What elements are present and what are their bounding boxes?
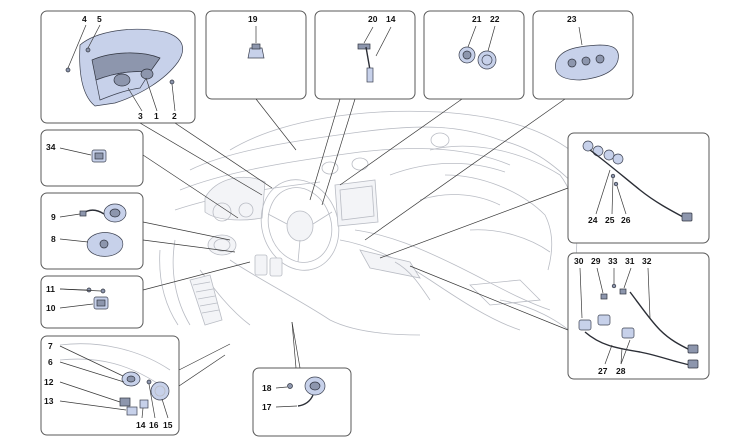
callout-29: 29 [591, 256, 601, 266]
callout-26: 26 [621, 215, 631, 225]
callout-2: 2 [172, 111, 177, 121]
car-interior-drawing [159, 110, 591, 341]
callout-box-9-8: 9 8 [40, 192, 144, 270]
callout-13: 13 [44, 396, 54, 406]
callout-22: 22 [490, 14, 500, 24]
callout-box-19: 19 [205, 10, 307, 100]
callout-1: 1 [154, 111, 159, 121]
callout-17: 17 [262, 402, 272, 412]
callout-19: 19 [248, 14, 258, 24]
callout-box-door-switches: 7 6 12 13 14 16 15 [40, 335, 180, 436]
callout-4: 4 [82, 14, 87, 24]
callout-16: 16 [149, 420, 159, 430]
callout-15: 15 [163, 420, 173, 430]
callout-20: 20 [368, 14, 378, 24]
callout-24: 24 [588, 215, 598, 225]
callout-box-21-22: 21 22 [423, 10, 525, 100]
callout-10: 10 [46, 303, 56, 313]
callout-14-lower: 14 [136, 420, 146, 430]
callout-box-27-to-33: 30 29 33 31 32 27 28 [567, 252, 710, 380]
callout-8: 8 [51, 234, 56, 244]
callout-12: 12 [44, 377, 54, 387]
callout-23: 23 [567, 14, 577, 24]
callout-28: 28 [616, 366, 626, 376]
callout-box-23: 23 [532, 10, 634, 100]
callout-6: 6 [48, 357, 53, 367]
callout-box-20-14: 20 14 [314, 10, 416, 100]
callout-14-upper: 14 [386, 14, 396, 24]
callout-box-18-17: 18 17 [252, 367, 352, 437]
callout-box-cluster-hood: 4 5 3 1 2 [40, 10, 196, 124]
callout-18: 18 [262, 383, 272, 393]
callout-box-34: 34 [40, 129, 144, 187]
callout-box-24-25-26: 24 25 26 [567, 132, 710, 244]
callout-31: 31 [625, 256, 635, 266]
callout-box-11-10: 11 10 [40, 275, 144, 329]
callout-11: 11 [46, 284, 55, 294]
callout-5: 5 [97, 14, 102, 24]
callout-27: 27 [598, 366, 608, 376]
callout-32: 32 [642, 256, 652, 266]
callout-30: 30 [574, 256, 584, 266]
callout-34: 34 [46, 142, 56, 152]
callout-21: 21 [472, 14, 482, 24]
callout-7: 7 [48, 341, 53, 351]
callout-9: 9 [51, 212, 56, 222]
callout-33: 33 [608, 256, 618, 266]
callout-3: 3 [138, 111, 143, 121]
callout-25: 25 [605, 215, 615, 225]
